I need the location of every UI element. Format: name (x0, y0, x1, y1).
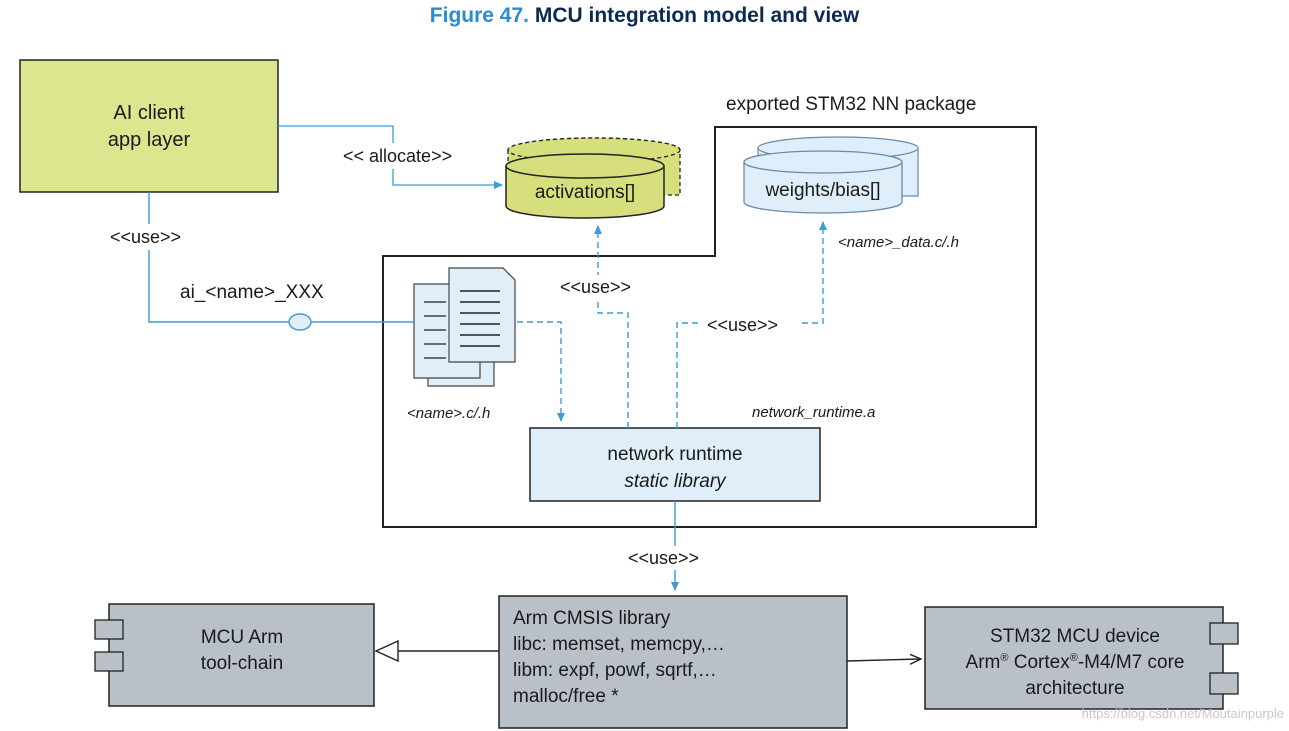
figure-title: Figure 47. MCU integration model and vie… (0, 4, 1289, 28)
api-label: ai_<name>_XXX (180, 282, 324, 303)
component-port-icon (94, 619, 124, 640)
package-label: exported STM32 NN package (726, 94, 976, 115)
device-label-3: architecture (1025, 678, 1124, 699)
allocate-label: << allocate>> (343, 146, 452, 166)
runtime-to-weights-connector (676, 221, 827, 428)
activations-store: activations[] (505, 137, 681, 219)
activations-label: activations[] (535, 182, 635, 203)
weights-bias-store: weights/bias[] (743, 136, 919, 214)
generalization-arrowhead-icon (374, 639, 399, 663)
source-file-icon (413, 267, 516, 387)
cmsis-to-device-connector (846, 659, 920, 661)
use-cmsis-label: <<use>> (628, 548, 699, 568)
source-file-label: <name>.c/.h (407, 405, 490, 422)
cmsis-line-4: malloc/free * (513, 686, 619, 707)
use-activations-label: <<use>> (560, 277, 631, 297)
toolchain-label-1: MCU Arm (201, 627, 283, 648)
use-cmsis-label-bg (623, 546, 723, 570)
cmsis-library-box (498, 595, 848, 729)
allocate-label-bg (338, 143, 478, 169)
toolchain-component: MCU Arm tool-chain (94, 603, 375, 707)
ai-client-box (19, 59, 279, 193)
ai-client-label-1: AI client (113, 102, 185, 124)
runtime-file-label: network_runtime.a (752, 404, 875, 421)
client-use-label-bg (104, 224, 200, 250)
use-weights-label-bg (702, 313, 802, 337)
component-port-icon (94, 651, 124, 672)
cmsis-line-1: Arm CMSIS library (513, 608, 671, 629)
device-label-1: STM32 MCU device (990, 626, 1160, 647)
package-outline (382, 126, 1037, 528)
weights-bias-label: weights/bias[] (764, 180, 880, 201)
component-port-icon (1209, 622, 1239, 645)
cmsis-line-3: libm: expf, powf, sqrtf,… (513, 660, 717, 681)
client-use-label: <<use>> (110, 227, 181, 247)
data-file-label: <name>_data.c/.h (838, 234, 959, 251)
figure-caption: MCU integration model and view (534, 4, 860, 27)
device-label-2: Arm® Cortex®-M4/M7 core (966, 652, 1185, 673)
network-runtime-box (529, 427, 821, 502)
figure-number: Figure 47. (429, 4, 529, 27)
network-runtime-label-2: static library (624, 471, 727, 492)
component-port-icon (1209, 672, 1239, 695)
toolchain-label-2: tool-chain (201, 653, 283, 674)
device-component: STM32 MCU device Arm® Cortex®-M4/M7 core… (924, 606, 1239, 710)
interface-lollipop-icon (288, 313, 312, 331)
use-weights-label: <<use>> (707, 315, 778, 335)
cmsis-line-2: libc: memset, memcpy,… (513, 634, 725, 655)
runtime-to-activations-connector (594, 225, 629, 428)
network-runtime-label-1: network runtime (607, 444, 742, 465)
source-to-runtime-connector (517, 321, 565, 422)
use-activations-label-bg (555, 275, 649, 299)
ai-client-label-2: app layer (108, 129, 191, 151)
watermark: https://blog.csdn.net/Moutainpurple (1082, 706, 1284, 721)
